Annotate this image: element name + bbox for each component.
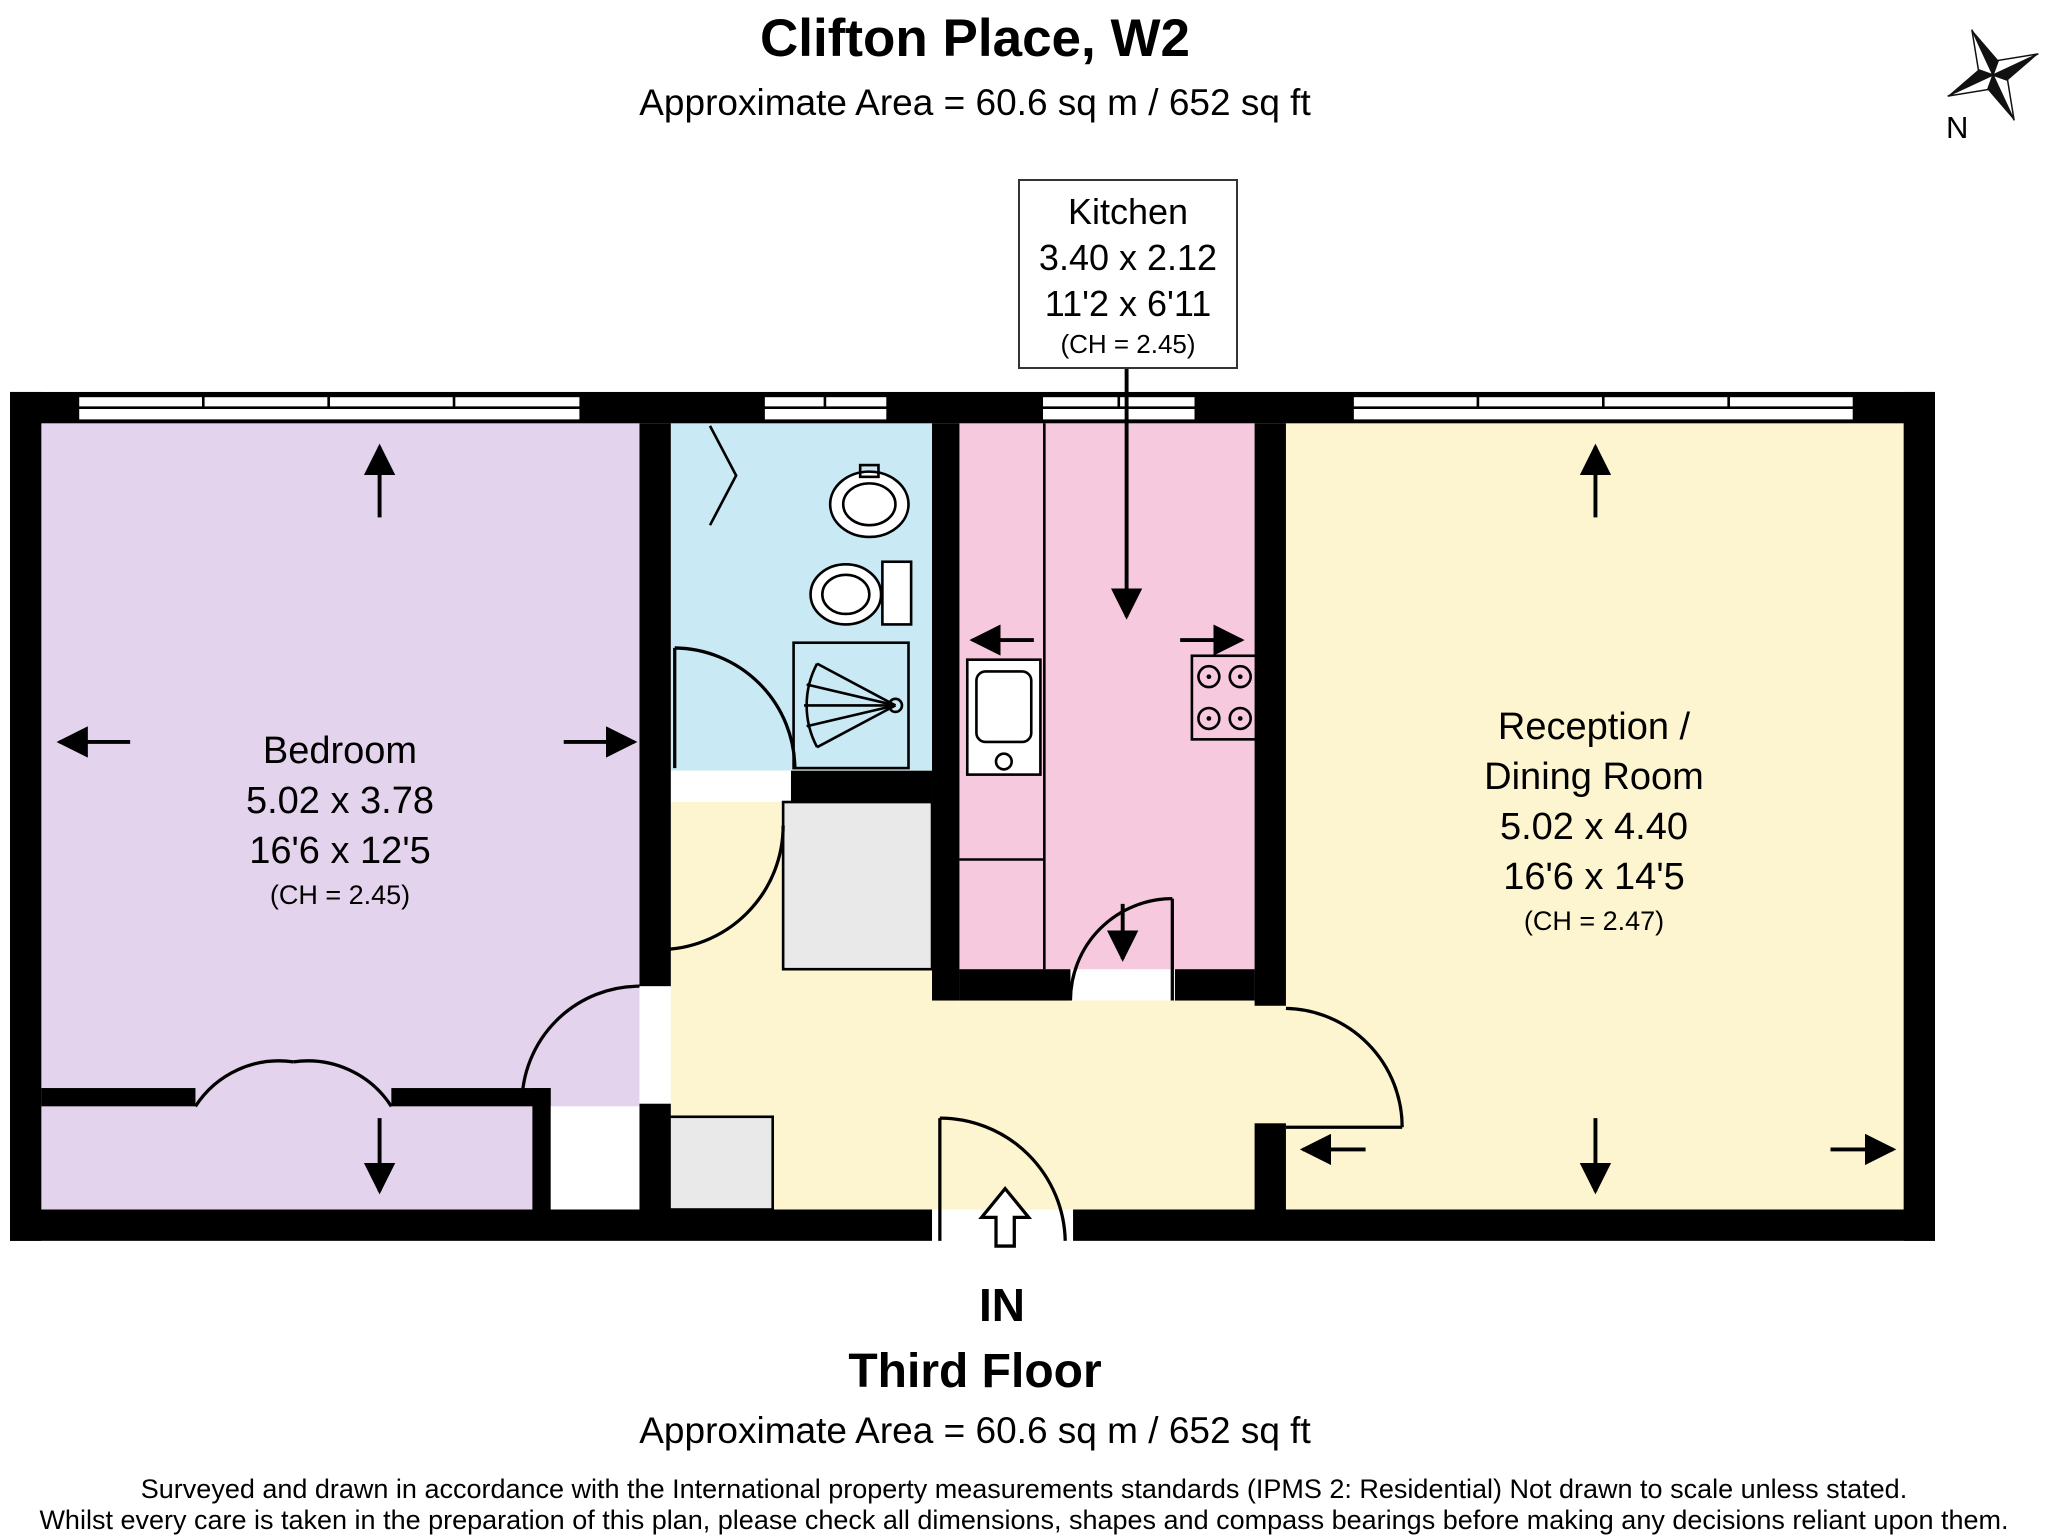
disclaimer-line1: Surveyed and drawn in accordance with th… [140,1474,1908,1504]
reception-name-line2: Dining Room [1484,756,1704,798]
kitchen-callout-box: Kitchen 3.40 x 2.12 11'2 x 6'11 (CH = 2.… [1018,179,1238,369]
disclaimer-line2: Whilst every care is taken in the prepar… [39,1505,2009,1535]
bedroom-name: Bedroom [262,730,418,772]
page-subtitle: Approximate Area = 60.6 sq m / 652 sq ft [639,82,1311,123]
bathroom-shower [792,641,910,770]
reception-metric-dims: 5.02 x 4.40 [1499,806,1689,848]
storage-closet-a [781,800,934,971]
kitchen-counter-lines [959,423,1046,970]
bathroom-detail-line [708,425,738,526]
reception-label: Reception / Dining Room 5.02 x 4.40 16'6… [1394,702,1794,940]
floor-name: Third Floor [848,1345,1102,1398]
page-title: Clifton Place, W2 [760,9,1190,68]
reception-ceiling-height: (CH = 2.47) [1523,906,1665,936]
compass-rose-icon [1947,29,2039,121]
hallway-floor-lower [959,1000,1286,1210]
kitchen-ceiling-height: (CH = 2.45) [1060,329,1196,359]
bathroom-basin [828,463,910,539]
bedroom-metric-dims: 5.02 x 3.78 [245,780,435,822]
bedroom-label: Bedroom 5.02 x 3.78 16'6 x 12'5 (CH = 2.… [140,726,540,914]
floor-area: Approximate Area = 60.6 sq m / 652 sq ft [639,1410,1311,1451]
reception-name-line1: Reception / [1497,706,1691,748]
entrance-arrow-icon [978,1186,1033,1248]
windows [76,394,1856,422]
bathroom-toilet [809,560,913,626]
bedroom-door-recess [550,1106,640,1210]
entrance-label: IN [979,1279,1025,1331]
kitchen-sink [965,658,1042,776]
kitchen-imperial-dims: 11'2 x 6'11 [1044,283,1212,324]
bathroom-doorway [670,770,791,803]
door-arcs [194,646,1404,1241]
dimension-arrows [56,365,1897,1195]
kitchen-name: Kitchen [1067,191,1189,232]
bedroom-ceiling-height: (CH = 2.45) [269,880,411,910]
kitchen-metric-dims: 3.40 x 2.12 [1038,237,1218,278]
floorplan-svg [10,365,1935,1248]
walls [10,391,1935,1241]
storage-closet-b [657,1115,774,1211]
bedroom-imperial-dims: 16'6 x 12'5 [249,830,431,872]
bedroom-floor [41,423,640,1210]
reception-floor [1285,423,1904,1210]
compass-north-label: N [1946,110,1969,145]
reception-imperial-dims: 16'6 x 14'5 [1503,856,1685,898]
